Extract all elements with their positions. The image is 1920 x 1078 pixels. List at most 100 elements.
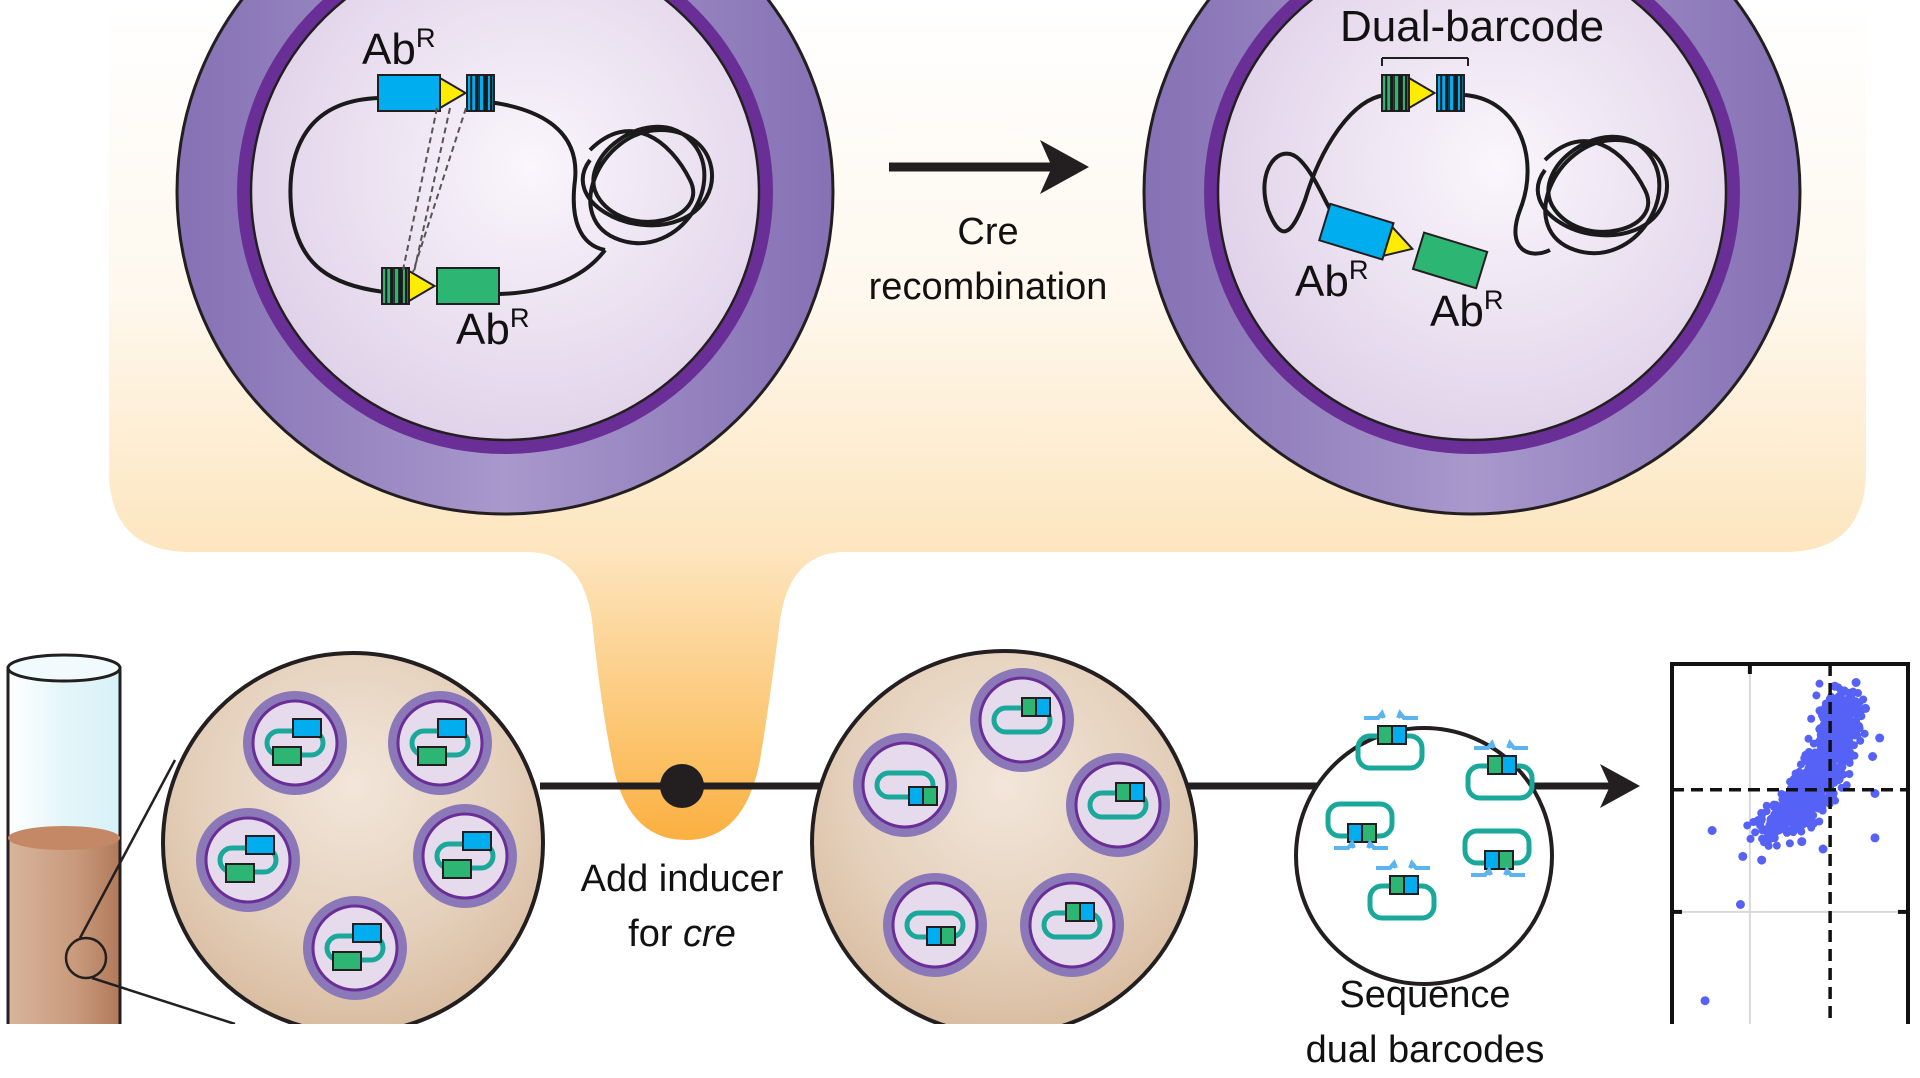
sequenced-plasmid xyxy=(1465,739,1535,801)
barcode-stripe xyxy=(390,268,394,304)
barcode-half xyxy=(1347,823,1363,843)
workflow-arrowhead xyxy=(1600,764,1640,808)
scatter-point-outlier xyxy=(1870,833,1880,843)
abr-gene-green xyxy=(436,267,500,305)
barcode-stripe xyxy=(404,268,408,304)
scatter-point xyxy=(1746,834,1755,843)
scatter-point xyxy=(1797,827,1806,836)
barcode-half xyxy=(1115,782,1131,802)
bacterial-cell xyxy=(196,808,300,912)
bacterial-cell xyxy=(243,691,347,795)
figure: AbR AbR Cre recombination Dual-barcode A… xyxy=(6,0,1910,1071)
extracted-plasmids xyxy=(1294,709,1554,986)
scatter-point xyxy=(1820,754,1829,763)
primer-reverse xyxy=(1506,739,1528,750)
barcode-stripe xyxy=(478,75,480,111)
induction-point xyxy=(660,764,704,808)
recombined-cell xyxy=(1020,873,1124,977)
scatter-point xyxy=(1816,706,1825,715)
primer-reverse xyxy=(1396,709,1418,720)
figure-canvas xyxy=(6,0,1910,1050)
scatter-point xyxy=(1803,754,1812,763)
scatter-point xyxy=(1743,821,1752,830)
scatter-point-outlier xyxy=(1700,996,1710,1006)
barcode-green xyxy=(1381,74,1410,112)
cell-before-recombination xyxy=(175,0,835,516)
barcode-stripe xyxy=(393,268,395,304)
barcode-half xyxy=(1079,902,1095,922)
sequenced-plasmid xyxy=(1355,709,1425,771)
scatter-point xyxy=(1860,729,1869,738)
scatter-point xyxy=(1794,805,1803,814)
scatter-point xyxy=(1822,727,1831,736)
scatter-point xyxy=(1770,834,1779,843)
scatter-point xyxy=(1749,818,1758,827)
recombined-genes xyxy=(1318,202,1489,290)
scatter-point-outlier xyxy=(1766,814,1776,824)
scatter-point xyxy=(1798,811,1807,820)
barcode-stripe xyxy=(398,268,402,304)
zoom-lens xyxy=(64,936,108,980)
scatter-point xyxy=(1847,726,1856,735)
barcode-stripe xyxy=(489,75,493,111)
abr-gene-blue xyxy=(292,718,322,738)
scatter-point xyxy=(1859,695,1868,704)
barcode-half xyxy=(1389,875,1405,895)
scatter-point xyxy=(1790,815,1799,824)
alignment-line xyxy=(412,107,467,273)
barcode-half xyxy=(1403,875,1419,895)
barcode-half xyxy=(1361,823,1377,843)
scatter-point xyxy=(1846,710,1855,719)
chromosome-tangle xyxy=(1535,135,1670,255)
scatter-point xyxy=(1795,792,1804,801)
barcode-stripe xyxy=(470,75,473,111)
scatter-point xyxy=(1785,839,1794,848)
scatter-point xyxy=(1813,802,1822,811)
scatter-point xyxy=(1804,734,1813,743)
gene-label-right-after: AbR xyxy=(1430,284,1504,336)
barcode-half xyxy=(1484,850,1500,870)
scatter-point xyxy=(1829,789,1838,798)
scatter-point xyxy=(1769,802,1778,811)
loxp-site-top xyxy=(439,76,468,110)
scatter-point xyxy=(1819,747,1828,756)
barcode-stripe xyxy=(1400,75,1403,111)
barcode-blue xyxy=(1436,74,1465,112)
scatter-point xyxy=(1816,784,1825,793)
scatter-point xyxy=(1835,737,1844,746)
scatter-point-outlier xyxy=(1875,733,1885,743)
plot-frame xyxy=(1670,662,1910,1036)
barcode-stripe xyxy=(1440,75,1443,111)
scatter-point xyxy=(1845,769,1854,778)
barcode-half xyxy=(1501,755,1517,775)
abr-gene-green xyxy=(417,746,447,766)
scatter-point-outlier xyxy=(1757,855,1767,865)
arrow-label: Cre recombination xyxy=(838,205,1138,315)
gene-label-bottom-before: AbR xyxy=(456,302,530,354)
sequence-label-line1: Sequence xyxy=(1339,974,1511,1016)
scatter-point xyxy=(1786,794,1795,803)
barcode-half xyxy=(1021,697,1037,717)
primer-reverse xyxy=(1366,839,1388,850)
scatter-point xyxy=(1796,760,1805,769)
abr-gene-green xyxy=(332,951,362,971)
scatter-point xyxy=(1762,807,1771,816)
scatter-point xyxy=(1849,741,1858,750)
loxp-site-recombined xyxy=(1382,225,1415,258)
scatter-point xyxy=(1819,738,1828,747)
gene-label-top-before: AbR xyxy=(362,22,436,74)
abr-gene-green xyxy=(1411,231,1489,290)
scatter-point xyxy=(1806,773,1815,782)
scatter-point xyxy=(1853,731,1862,740)
barcode-half xyxy=(1487,755,1503,775)
scatter-point-outlier xyxy=(1707,826,1717,835)
scatter-point xyxy=(1789,775,1798,784)
primer-reverse xyxy=(1408,859,1430,870)
barcode-half xyxy=(1377,725,1393,745)
scatter-point-outlier xyxy=(1809,818,1819,828)
scatter-point xyxy=(1846,688,1855,697)
scatter-point xyxy=(1796,771,1805,780)
scatter-point xyxy=(1815,791,1824,800)
abr-gene-green xyxy=(442,859,472,879)
culture-tube xyxy=(6,653,236,1050)
